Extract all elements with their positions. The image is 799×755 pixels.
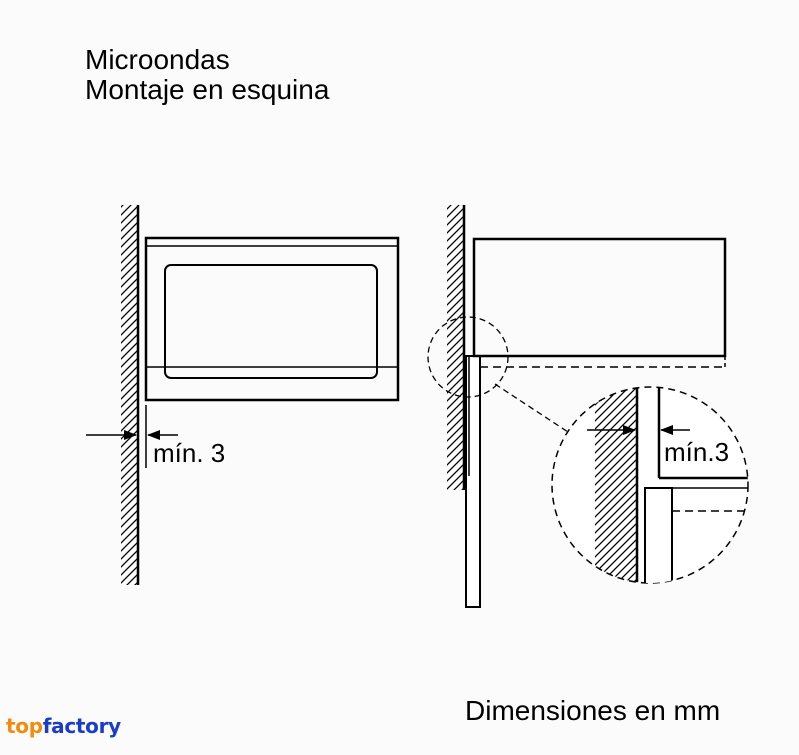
logo-part-top: top	[6, 714, 43, 738]
side-view: mín.3	[427, 205, 749, 608]
clearance-label-left: mín. 3	[153, 438, 225, 468]
microwave-outline	[144, 236, 400, 402]
title-line-2: Montaje en esquina	[85, 74, 330, 105]
detail-wall-hatching	[595, 387, 637, 583]
page-title: Microondas Montaje en esquina	[85, 45, 329, 105]
microwave-door-window	[164, 264, 378, 379]
microwave-side-body	[472, 237, 727, 358]
logo-part-factory: factory	[42, 714, 121, 738]
detail-cabinet-panel	[644, 487, 673, 583]
units-label: Dimensiones en mm	[465, 695, 721, 726]
arrow-icon	[124, 430, 137, 440]
wall-hatching-right	[447, 205, 464, 490]
clearance-dimension-right: mín.3	[587, 425, 729, 467]
topfactory-logo: topfactory	[6, 714, 121, 738]
detail-marker-circle	[427, 316, 509, 398]
arrow-icon	[147, 430, 160, 440]
clearance-label-right: mín.3	[664, 437, 729, 467]
clearance-dimension-left: mín. 3	[86, 405, 225, 468]
detail-leader-line	[494, 383, 569, 433]
detail-view: mín.3	[551, 386, 749, 584]
microwave-front	[144, 236, 400, 402]
front-view: mín. 3	[86, 205, 400, 585]
wall-hatching-left	[121, 205, 138, 585]
cabinet-side-panel	[465, 355, 481, 608]
arrow-icon	[623, 425, 636, 435]
arrow-icon	[660, 425, 673, 435]
title-line-1: Microondas	[85, 44, 230, 75]
